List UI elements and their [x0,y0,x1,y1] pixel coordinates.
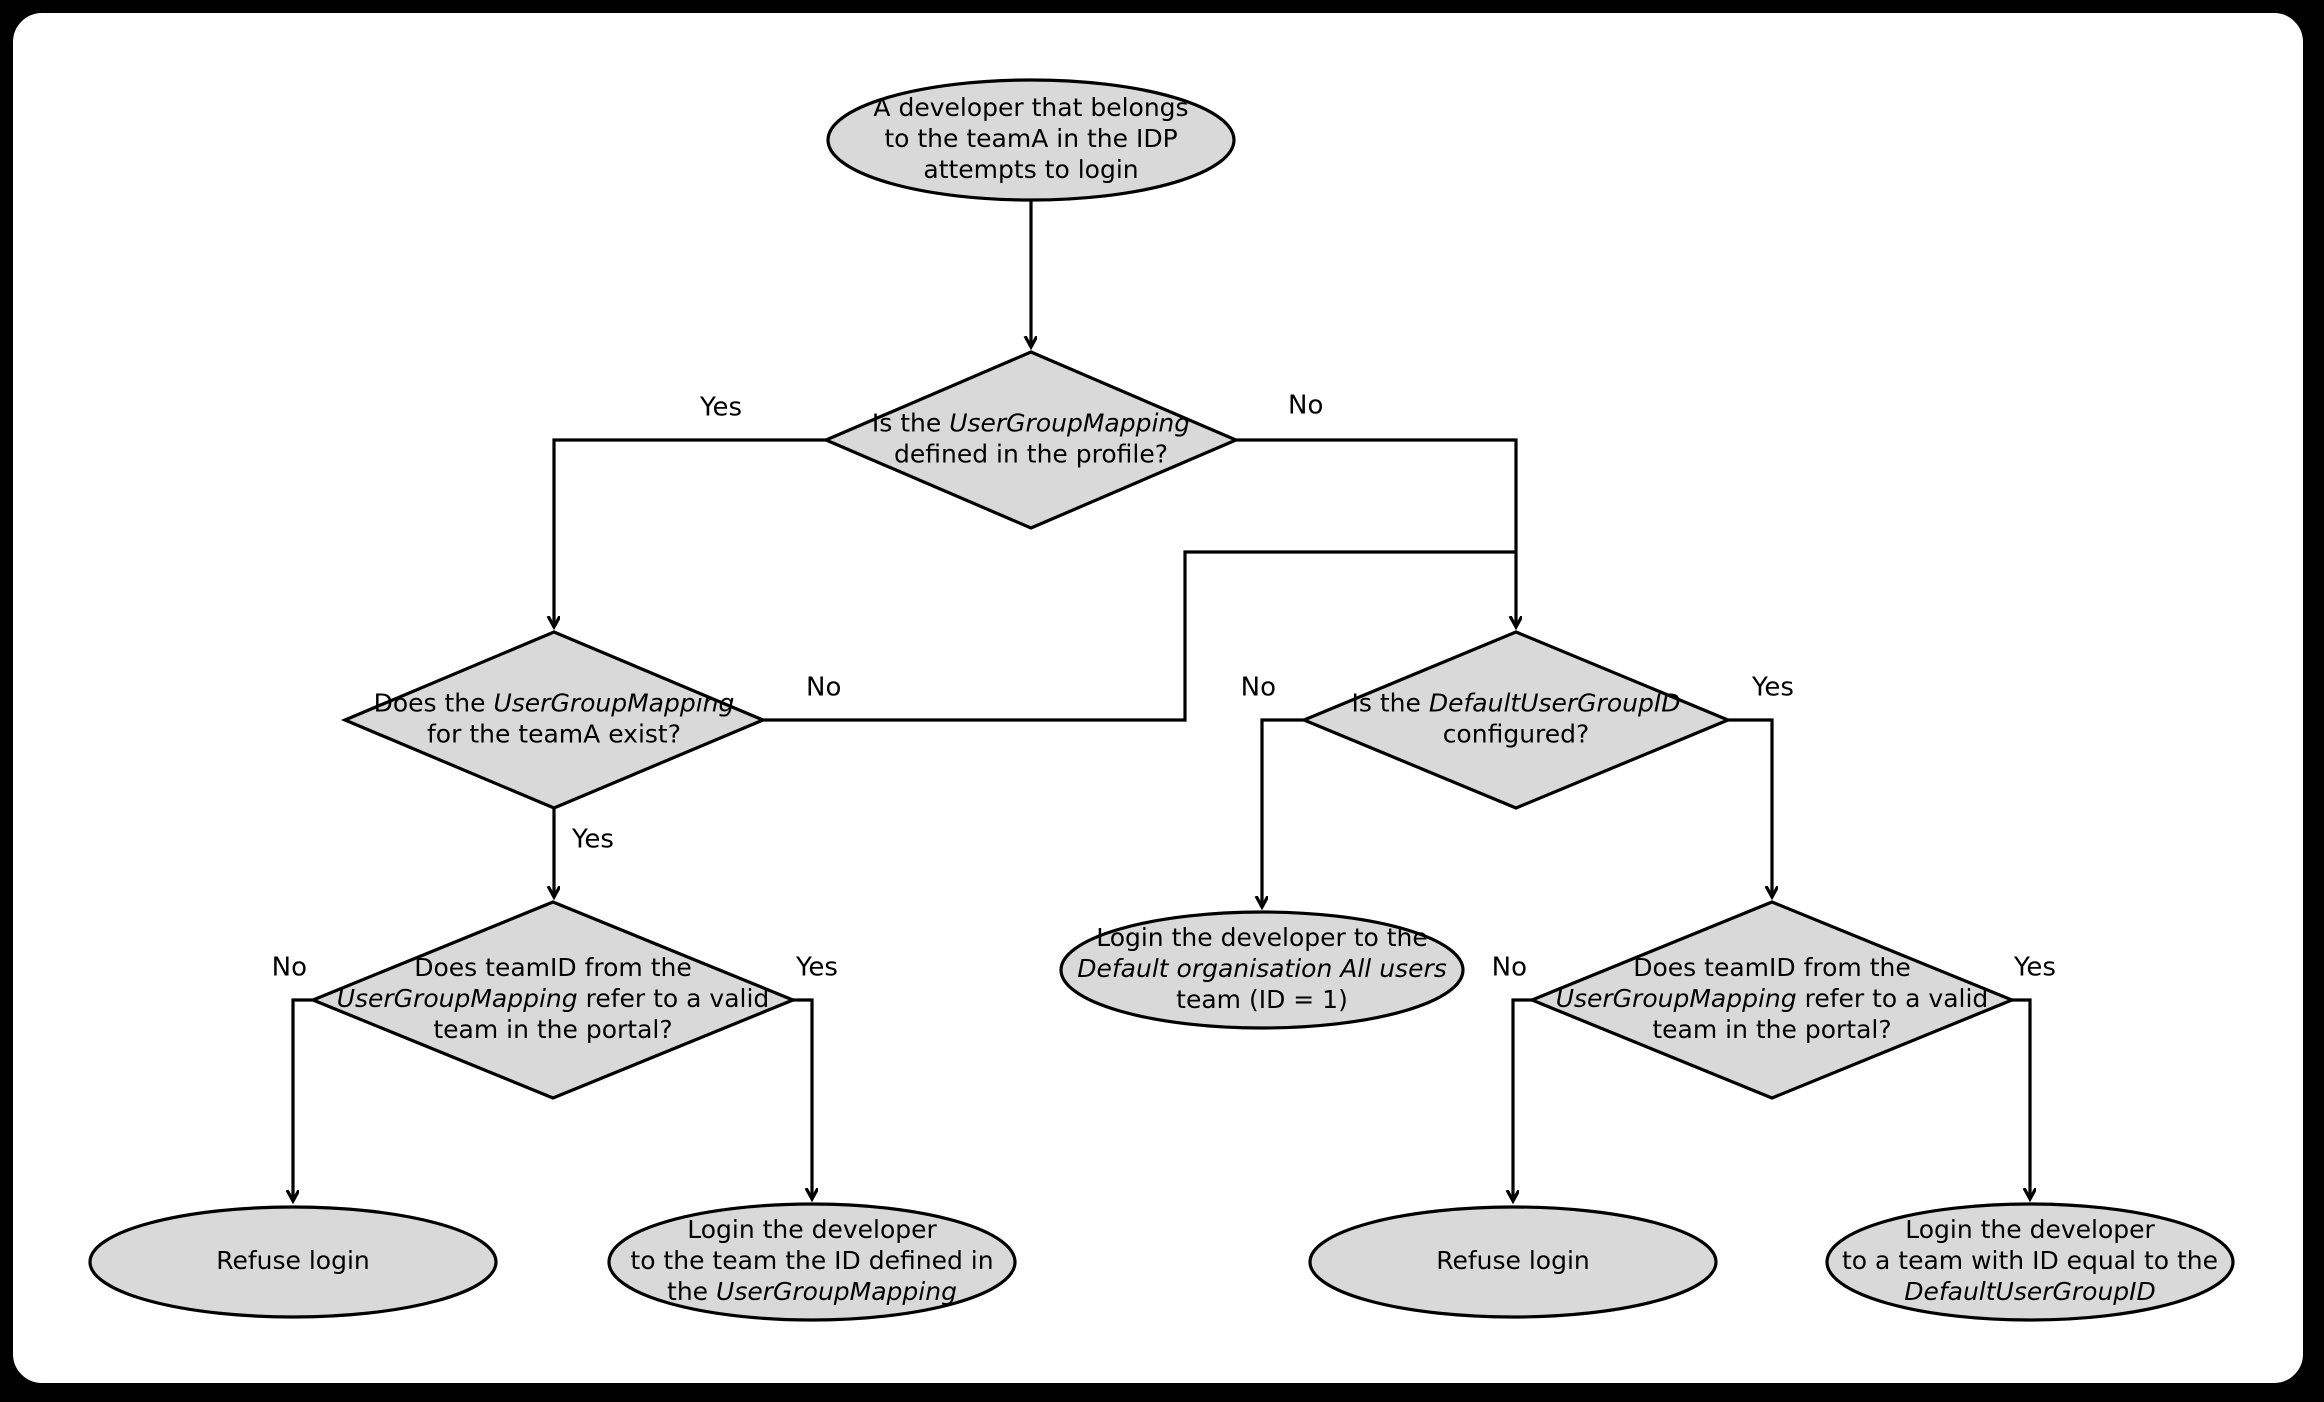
node-label-line: configured? [1443,720,1590,749]
connector-line [2012,998,2030,1198]
connector-e-default-ugid-yes: Yes [1728,673,1794,897]
connector-line [1513,998,1532,1200]
terminator-ellipse[interactable] [826,78,1236,202]
node-label-line: Does the UserGroupMapping [374,689,735,718]
node-label-line: UserGroupMapping refer to a valid [337,984,770,1013]
edge-label: Yes [795,953,838,983]
node-label-line: team in the portal? [433,1015,672,1044]
node-label-line: UserGroupMapping refer to a valid [1556,984,1989,1013]
edge-label: No [1288,391,1323,421]
node-label-line: Does teamID from the [414,953,691,982]
node-label-line: Login the developer [1905,1215,2155,1244]
edge-label: No [806,673,841,703]
node-label-line: to the team the ID defined in [630,1246,993,1275]
connector-e-default-ugid-no: No [1241,673,1304,907]
node-label-line: defined in the profile? [894,440,1168,469]
node-label-line: Refuse login [1436,1246,1590,1275]
connector-line [554,438,826,626]
connector-line [763,550,1516,722]
edge-label: No [1241,673,1276,703]
node-label-line: team in the portal? [1652,1015,1891,1044]
node-end-refuse-right[interactable]: Refuse login [1308,1205,1718,1319]
connector-e-ugm-teama-no: No [763,550,1516,722]
edge-label: No [272,953,307,983]
connector-e-ugm-teama-yes: Yes [554,808,614,896]
decision-diamond[interactable] [821,350,1241,530]
edge-label: No [1492,953,1527,983]
terminator-ellipse[interactable] [1308,1205,1718,1319]
node-label-line: team (ID = 1) [1176,985,1348,1014]
decision-diamond[interactable] [340,630,768,810]
connector-line [293,998,313,1200]
node-label-line: A developer that belongs [873,93,1188,122]
decision-diamond[interactable] [308,900,798,1100]
node-label-line: Is the UserGroupMapping [872,409,1190,438]
node-label-line: Login the developer to the [1096,923,1428,952]
decision-diamond[interactable] [1527,900,2017,1100]
edge-label: Yes [699,393,742,423]
terminator-ellipse[interactable] [1825,1202,2235,1322]
node-label-line: DefaultUserGroupID [1904,1277,2156,1306]
connector-line [793,998,812,1198]
connector-e-ugm-defined-yes: Yes [554,393,826,627]
terminator-ellipse[interactable] [1059,910,1465,1030]
terminator-ellipse[interactable] [88,1205,498,1319]
connector-line [1236,438,1516,626]
edge-label: Yes [2013,953,2056,983]
node-label-line: Refuse login [216,1246,370,1275]
terminator-ellipse[interactable] [607,1202,1017,1322]
node-label-line: the UserGroupMapping [667,1277,957,1306]
connector-e-teamid-right-no: No [1492,953,1532,1201]
connector-e-teamid-left-yes: Yes [793,953,838,1199]
connector-line [1728,718,1772,896]
connector-e-ugm-defined-no: No [1236,391,1516,627]
diagram-frame [8,8,2308,1388]
connector-line [1262,718,1304,906]
node-label-line: attempts to login [923,155,1138,184]
decision-diamond[interactable] [1299,630,1733,810]
node-end-refuse-left[interactable]: Refuse login [88,1205,498,1319]
edge-label: Yes [1751,673,1794,703]
edge-label: Yes [571,825,614,855]
node-label-line: for the teamA exist? [427,720,681,749]
node-label-line: Login the developer [687,1215,937,1244]
node-label-line: to the teamA in the IDP [884,124,1177,153]
connector-e-teamid-left-no: No [272,953,313,1201]
node-label-line: to a team with ID equal to the [1842,1246,2218,1275]
connector-e-teamid-right-yes: Yes [2012,953,2056,1199]
node-label-line: Is the DefaultUserGroupID [1352,689,1681,718]
node-label-line: Does teamID from the [1633,953,1910,982]
node-label-line: Default organisation All users [1077,954,1447,983]
